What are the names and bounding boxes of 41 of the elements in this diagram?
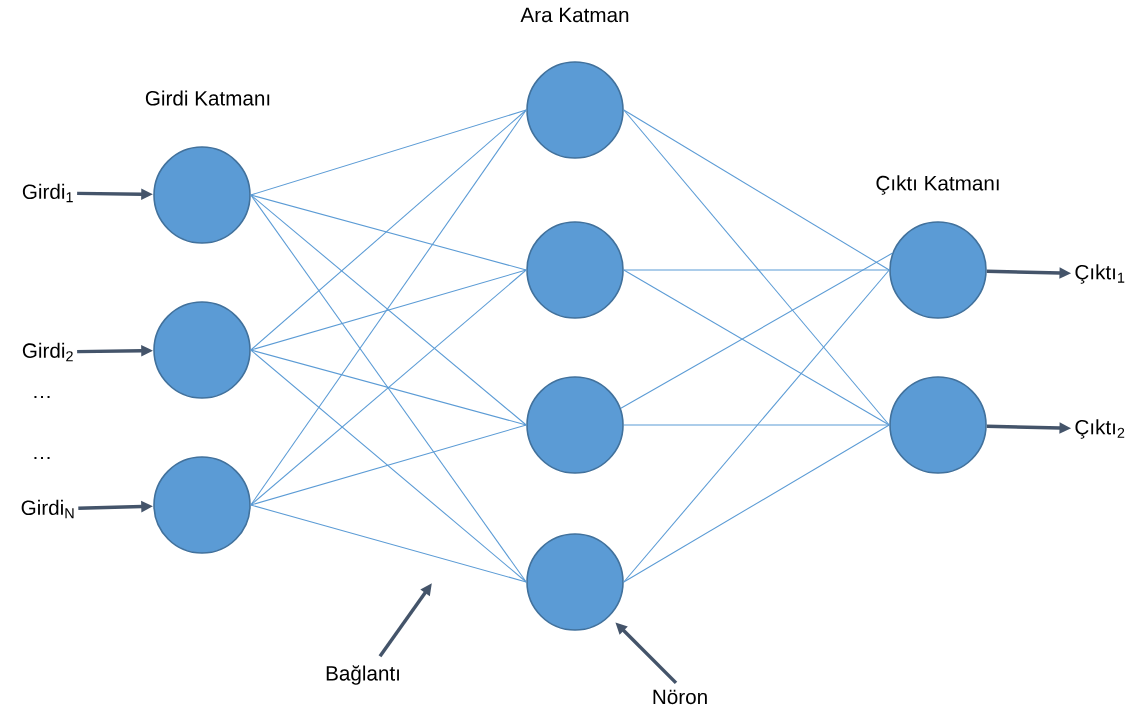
neuron-circle [526, 376, 624, 474]
connection-line [250, 504, 527, 583]
connection-line [623, 269, 890, 426]
layer-input-label: Girdi$_{2}$ [22, 342, 73, 362]
connection-line [623, 269, 890, 583]
layer-heading: Ara Katman [520, 7, 629, 23]
output-label: Çıktı$_{1}$ [1075, 264, 1125, 284]
neuron-circle [526, 221, 624, 319]
neuron-circle [889, 376, 987, 474]
connection-line [250, 424, 527, 506]
layer-input-label: Girdi$_{1}$ [22, 183, 73, 203]
callout-text: Bağlantı [326, 665, 399, 685]
connection-line [623, 109, 890, 426]
connection-line [250, 269, 527, 351]
ellipsis: … [34, 456, 50, 460]
neuron-circle [889, 221, 987, 319]
connection-line [250, 109, 527, 196]
connection-line [623, 269, 890, 271]
neuron-circle [526, 533, 624, 631]
neuron-circle [526, 61, 624, 159]
layer-heading: Girdi Katmanı [145, 90, 270, 106]
connection-line [250, 269, 527, 506]
layer-heading: Çıktı Katmanı [876, 175, 999, 195]
connection-line [250, 109, 527, 506]
output-label: Çıktı$_{2}$ [1075, 419, 1125, 439]
connection-line [250, 194, 527, 271]
connection-line [250, 194, 527, 583]
connection-line [620, 252, 893, 409]
connection-line [623, 424, 890, 583]
connection-line [250, 349, 527, 426]
layer-input-label: Girdi$_{N}$ [21, 499, 74, 519]
connection-line [623, 424, 890, 426]
connection-line [623, 109, 890, 271]
ellipsis: … [34, 395, 50, 399]
connection-line [250, 194, 527, 426]
connection-line [250, 109, 527, 351]
neuron-circle [153, 456, 251, 554]
connection-line [250, 349, 527, 583]
callout-text: Nöron [653, 689, 707, 705]
neuron-circle [153, 301, 251, 399]
neuron-circle [153, 146, 251, 244]
